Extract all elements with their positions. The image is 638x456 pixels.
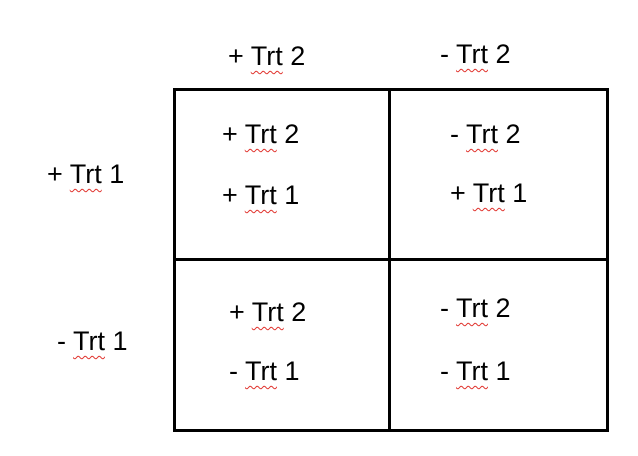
column-header-plus-trt2: +Trt 2	[228, 40, 305, 72]
treatment-number: 2	[505, 119, 521, 149]
sign: -	[229, 356, 238, 386]
sign: +	[222, 119, 238, 149]
treatment-number: 2	[290, 41, 306, 71]
treatment-number: 2	[291, 297, 307, 327]
treatment-name: Trt	[456, 356, 488, 386]
cell-bottom-right-line1: -Trt 2	[440, 292, 511, 324]
sign: -	[440, 293, 449, 323]
sign: +	[222, 180, 238, 210]
sign: +	[450, 178, 466, 208]
sign: +	[47, 159, 63, 189]
treatment-number: 1	[284, 180, 300, 210]
treatment-name: Trt	[250, 41, 283, 71]
cell-top-left-line1: +Trt 2	[222, 118, 299, 150]
treatment-name: Trt	[244, 119, 277, 149]
treatment-name: Trt	[466, 119, 498, 149]
treatment-name: Trt	[244, 180, 277, 210]
cell-bottom-left-line1: +Trt 2	[229, 296, 306, 328]
sign: -	[450, 119, 459, 149]
column-header-minus-trt2: -Trt 2	[440, 38, 511, 70]
sign: -	[440, 39, 449, 69]
treatment-number: 1	[512, 178, 528, 208]
cell-top-left-line2: +Trt 1	[222, 179, 299, 211]
cell-bottom-right-line2: -Trt 1	[440, 355, 511, 387]
treatment-number: 1	[112, 326, 128, 356]
treatment-number: 1	[109, 159, 125, 189]
row-header-minus-trt1: -Trt 1	[57, 325, 128, 357]
sign: -	[57, 326, 66, 356]
treatment-number: 2	[495, 39, 511, 69]
grid-horizontal-divider	[173, 258, 609, 261]
treatment-name: Trt	[73, 326, 105, 356]
treatment-name: Trt	[69, 159, 102, 189]
treatment-name: Trt	[456, 293, 488, 323]
treatment-number: 2	[495, 293, 511, 323]
treatment-name: Trt	[251, 297, 284, 327]
sign: -	[440, 356, 449, 386]
treatment-name: Trt	[245, 356, 277, 386]
treatment-number: 2	[284, 119, 300, 149]
treatment-number: 1	[495, 356, 511, 386]
treatment-number: 1	[284, 356, 300, 386]
cell-top-right-line1: -Trt 2	[450, 118, 521, 150]
cell-top-right-line2: +Trt 1	[450, 177, 527, 209]
cell-bottom-left-line2: -Trt 1	[229, 355, 300, 387]
sign: +	[229, 297, 245, 327]
row-header-plus-trt1: +Trt 1	[47, 158, 124, 190]
treatment-name: Trt	[472, 178, 505, 208]
treatment-name: Trt	[456, 39, 488, 69]
sign: +	[228, 41, 244, 71]
